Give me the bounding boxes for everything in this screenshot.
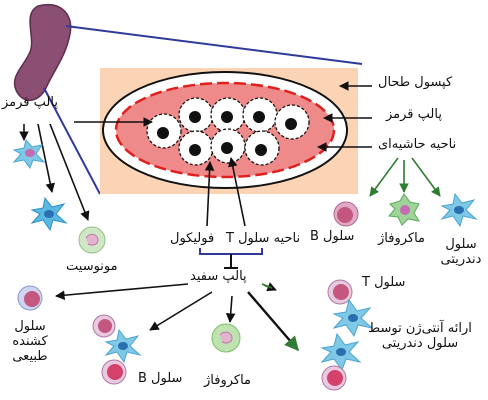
wp-arrow-nk (55, 283, 189, 300)
b-cell-icon (333, 201, 359, 227)
follicle-4 (242, 97, 278, 133)
t-cell-icon (321, 365, 347, 391)
dendritic-cell-icon (440, 192, 478, 228)
macrophage-icon (211, 323, 241, 353)
spleen-organ-icon (13, 3, 72, 101)
follicle-3 (210, 97, 246, 133)
mz-arrow-1 (369, 157, 399, 197)
follicles (146, 97, 310, 166)
marginal-zone-label: ناحیه حاشیه‌ای (378, 137, 457, 152)
red-pulp-inner-label: پالپ قرمز (386, 107, 442, 122)
white-pulp-bracket (199, 248, 263, 255)
monocyte-label: مونوسیت (66, 259, 118, 274)
monocyte-icon (78, 226, 106, 254)
follicle-5 (274, 104, 310, 140)
dendritic-cell-icon (320, 332, 362, 372)
follicle-label: فولیکول (170, 231, 215, 246)
dendritic-cell-icon (30, 196, 68, 232)
zoom-line-bottom (43, 87, 101, 195)
follicle-7 (210, 128, 246, 164)
b-cell-top-label: سلول B (310, 229, 355, 244)
dendritic-top-label: سلول دندریتی (440, 237, 482, 267)
follicle-8 (244, 130, 280, 166)
nk-cell-icon (17, 285, 43, 311)
t-cell-label: سلول T (362, 275, 406, 290)
mz-arrow-3 (411, 157, 441, 197)
white-pulp-label: پالپ سفید (190, 269, 247, 284)
t-cell-icon (327, 279, 353, 305)
wp-arrow-tip (261, 283, 273, 289)
wp-arrow-dc (247, 291, 299, 352)
red-pulp-label: پالپ قرمز (2, 95, 58, 110)
macrophage-top-label: ماکروفاژ (378, 231, 426, 246)
dendritic-cell-icon (104, 328, 142, 364)
t-zone-pointer (228, 157, 246, 227)
rp-arrow-2 (37, 123, 55, 193)
wp-arrow-mac (225, 295, 236, 323)
t-cell-zone-label: ناحیه سلول T (226, 231, 301, 246)
nk-cell-label: سلول کشنده طبیعی (12, 319, 48, 364)
b-cell-icon (101, 359, 127, 385)
follicle-2 (178, 97, 214, 133)
follicle-1 (146, 113, 182, 149)
antigen-presentation-label: ارائه آنتی‌ژن توسط سلول دندریتی (368, 321, 472, 351)
capsule-label: کپسول طحال (378, 75, 453, 90)
wp-arrow-b (149, 291, 213, 331)
macrophage-icon (388, 193, 421, 226)
follicle-6 (178, 130, 214, 166)
follicle-pointer (204, 161, 215, 227)
b-cell-icon (92, 314, 116, 338)
b-cell-bottom-label: سلول B (138, 371, 183, 386)
zoom-line-top (65, 25, 363, 65)
dendritic-cell-icon (12, 138, 46, 170)
macrophage-bottom-label: ماکروفاژ (204, 373, 252, 388)
rp-arrow-3 (49, 123, 90, 221)
dendritic-cell-icon (332, 298, 374, 338)
